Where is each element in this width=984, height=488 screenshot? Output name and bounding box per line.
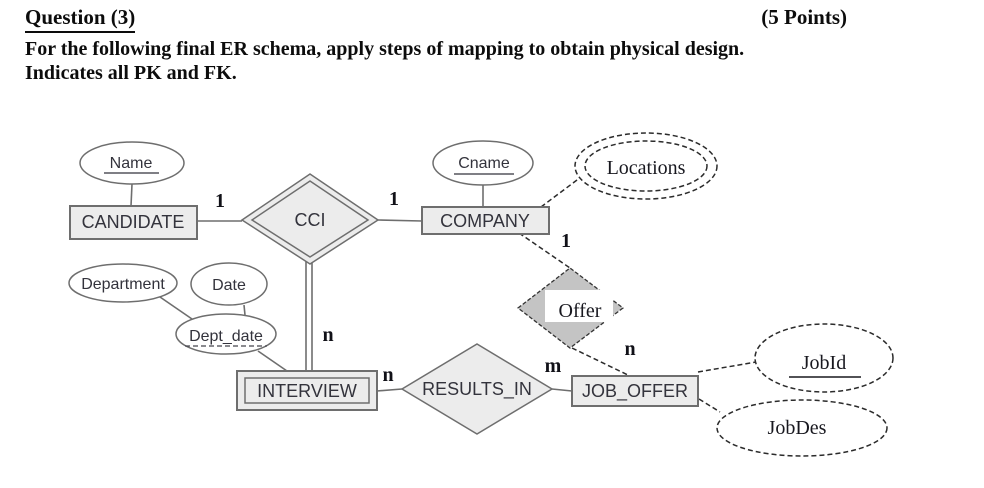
- question-instructions: For the following final ER schema, apply…: [25, 37, 847, 85]
- locations-attribute-label: Locations: [607, 157, 686, 179]
- cname-attribute-label: Cname: [458, 155, 510, 172]
- department-attribute-ellipse: [68, 263, 178, 303]
- edge-joboffer-jobdes: [698, 398, 721, 413]
- deptdate-attribute-ellipse: [175, 313, 277, 355]
- edge-joboffer-jobid: [697, 361, 757, 373]
- resultsin-relationship-diamond: [400, 343, 554, 435]
- name-attribute-label: Name: [110, 155, 153, 172]
- cardinality-candidate-cci: 1: [215, 190, 225, 212]
- question-header: Question (3) (5 Points) For the followin…: [25, 5, 847, 85]
- cci-relationship-diamond-inner: [250, 180, 370, 258]
- edge-interview-resultsin: [376, 388, 403, 392]
- company-entity-box: [421, 206, 550, 235]
- interview-entity-label: INTERVIEW: [257, 381, 357, 401]
- cardinality-interview-resultsin: n: [382, 364, 393, 386]
- instruction-line-1: For the following final ER schema, apply…: [25, 38, 745, 60]
- edge-cci-company: [377, 219, 423, 222]
- edge-resultsin-joboffer: [551, 388, 573, 392]
- jobdes-attribute-ellipse: [716, 399, 888, 457]
- edge-name-candidate: [130, 183, 133, 207]
- edge-department-deptdate: [159, 296, 193, 320]
- resultsin-relationship-label: RESULTS_IN: [422, 379, 532, 400]
- question-points: (5 Points): [761, 5, 847, 29]
- offer-label-background: [545, 290, 613, 322]
- candidate-entity-label: CANDIDATE: [82, 212, 185, 232]
- edge-offer-joboffer: [571, 347, 631, 377]
- candidate-entity-box: [69, 205, 198, 240]
- cci-relationship-label: CCI: [295, 210, 326, 230]
- date-attribute-ellipse: [190, 262, 268, 306]
- joboffer-entity-box: [571, 375, 699, 407]
- instruction-line-2: Indicates all PK and FK.: [25, 62, 237, 84]
- cardinality-cci-interview: n: [322, 324, 333, 346]
- edge-deptdate-interview: [257, 350, 288, 372]
- question-header-row: Question (3) (5 Points): [25, 5, 847, 33]
- date-attribute-label: Date: [212, 277, 246, 294]
- jobid-attribute-ellipse: [754, 323, 894, 393]
- interview-weak-entity-box-inner: [244, 377, 370, 404]
- cardinality-cci-company: 1: [389, 188, 399, 210]
- joboffer-entity-label: JOB_OFFER: [582, 381, 688, 402]
- company-entity-label: COMPANY: [440, 211, 530, 231]
- locations-multivalued-ellipse-inner: [584, 140, 708, 192]
- cardinality-resultsin-joboffer: m: [545, 355, 562, 377]
- offer-relationship-label: Offer: [559, 300, 602, 322]
- edge-company-locations: [540, 179, 578, 208]
- edge-company-offer: [518, 232, 571, 269]
- jobdes-attribute-label: JobDes: [768, 417, 827, 439]
- cardinality-offer-joboffer: n: [624, 338, 635, 360]
- edge-date-deptdate: [243, 304, 246, 316]
- question-title: Question (3): [25, 5, 136, 33]
- cardinality-company-offer: 1: [561, 230, 571, 252]
- jobid-attribute-label: JobId: [802, 352, 846, 374]
- department-attribute-label: Department: [81, 276, 165, 293]
- deptdate-attribute-label: Dept_date: [189, 328, 263, 345]
